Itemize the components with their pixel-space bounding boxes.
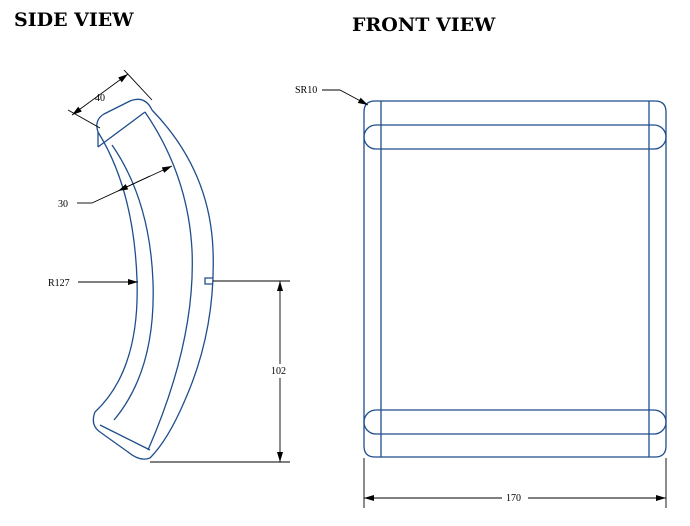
inner-arc [94, 131, 138, 413]
dim-30-label: 30 [58, 199, 68, 210]
middle-line-2 [144, 111, 193, 451]
middle-line-1 [111, 144, 154, 421]
dim-40-label: 40 [95, 93, 105, 104]
front-outer-frame [363, 100, 667, 458]
top-bar [363, 124, 667, 150]
dim-r127-label: R127 [48, 278, 70, 289]
front-view-dimensions: SR10 170 [295, 85, 667, 508]
front-view-title: FRONT VIEW [352, 14, 496, 36]
outer-arc [149, 109, 214, 459]
dim-sr10-label: SR10 [295, 85, 317, 96]
front-view-part [363, 100, 667, 458]
dim-102-label: 102 [271, 366, 286, 377]
bottom-bar [363, 409, 667, 435]
side-view-part [92, 98, 214, 460]
side-view-dimensions: 40 30 R127 102 [48, 69, 292, 463]
side-view-title: SIDE VIEW [14, 9, 134, 31]
dim-170-label: 170 [506, 493, 521, 504]
bottom-cap [92, 411, 151, 460]
